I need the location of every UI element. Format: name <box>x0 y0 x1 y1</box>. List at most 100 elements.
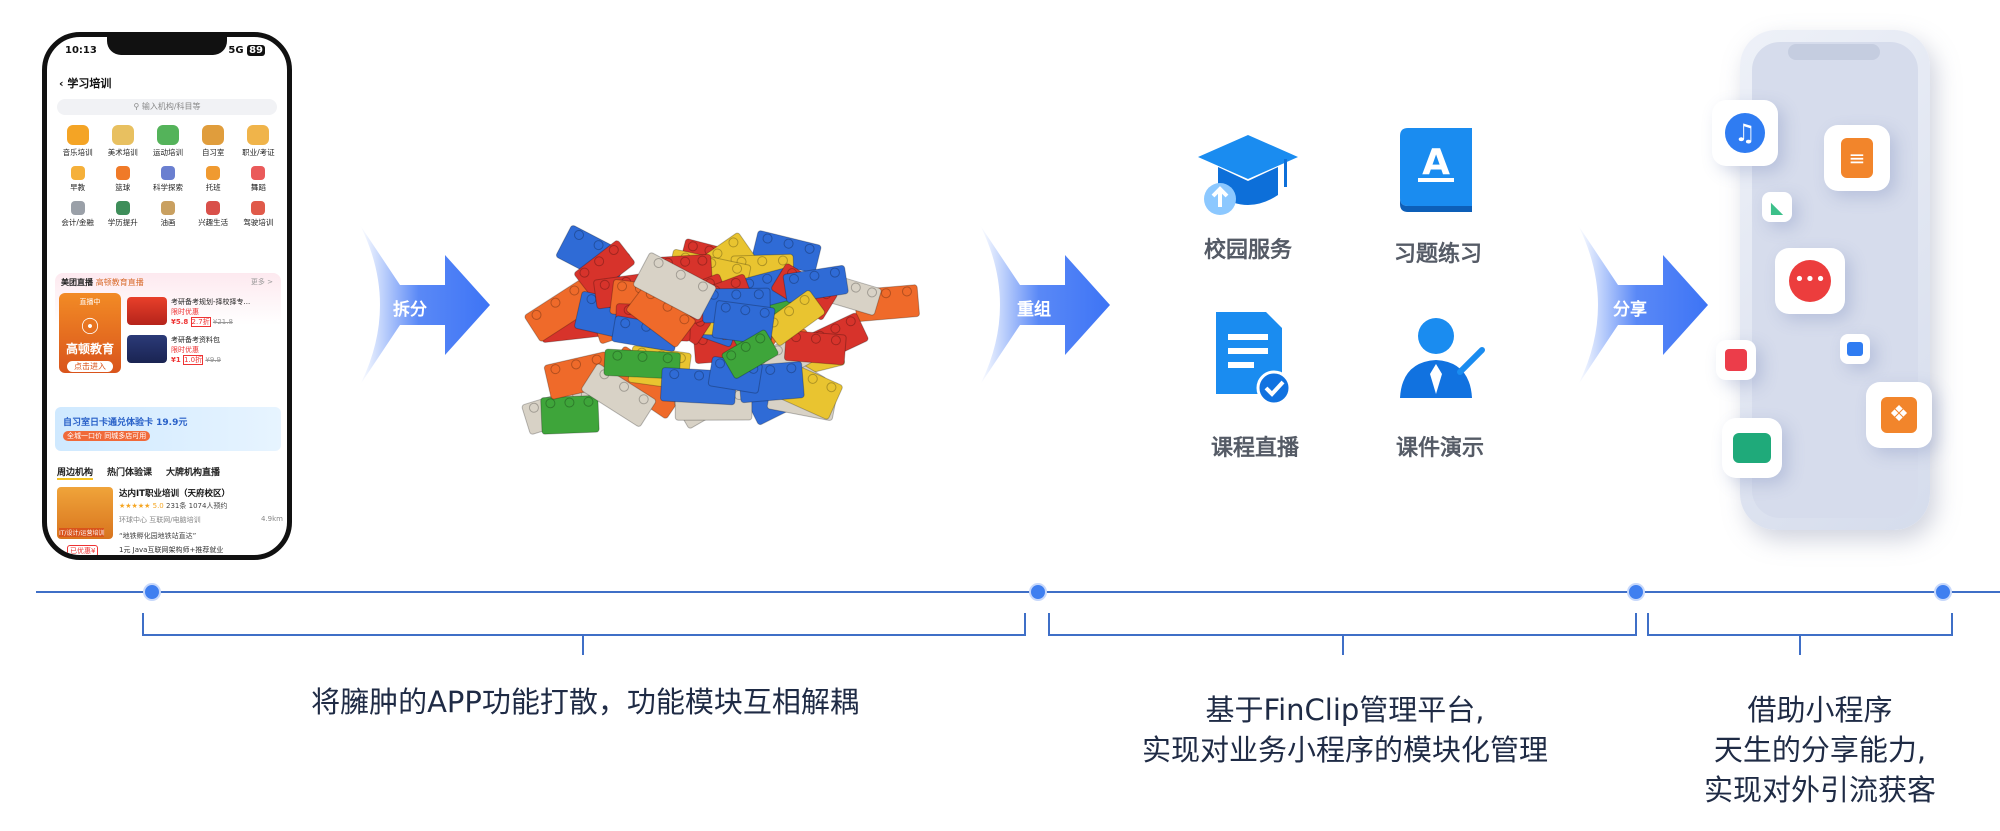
status-battery: 89 <box>247 45 265 56</box>
tab-item[interactable]: 热门体验课 <box>107 468 153 478</box>
document-tile-icon: ≡ <box>1824 125 1890 191</box>
discount-badge: 已优惠¥ <box>67 545 99 555</box>
search-input[interactable]: ⚲ 输入机构/科目等 <box>57 99 277 115</box>
promo-block[interactable]: 直播中 ☉ 高顿教育 点击进入 <box>59 293 121 373</box>
status-bar: 10:13 5G 89 <box>65 45 265 56</box>
category-item[interactable]: 科学探索 <box>145 166 190 193</box>
live-thumb <box>127 297 167 325</box>
category-icon <box>160 166 175 180</box>
category-icon <box>251 201 266 215</box>
listing-rating: ★★★★★ 5.0 231条 1074人预约 <box>119 502 228 510</box>
category-item[interactable]: 驾驶培训 <box>236 201 281 228</box>
live-item[interactable]: 考研备考资料包 限时优惠 ¥1 1.0折 ¥9.9 <box>127 335 277 365</box>
category-icon <box>115 166 130 180</box>
category-label: 兴趣生活 <box>198 218 229 227</box>
category-label: 早教 <box>70 183 86 192</box>
phone-notch <box>107 37 227 55</box>
lego-brick <box>581 363 657 427</box>
category-label: 油画 <box>160 218 176 227</box>
category-icon <box>206 166 221 180</box>
tab-item[interactable]: 大牌机构直播 <box>166 468 221 478</box>
phone-notch <box>1788 44 1880 60</box>
category-icon <box>247 125 270 145</box>
category-icon <box>206 201 221 215</box>
feature-label: 习题练习 <box>1393 242 1482 267</box>
category-icon <box>251 166 266 180</box>
category-item[interactable]: 篮球 <box>100 166 145 193</box>
category-item[interactable]: 兴趣生活 <box>191 201 236 228</box>
category-icon <box>115 201 130 215</box>
category-item[interactable]: 职业/考证 <box>236 125 281 158</box>
category-icon <box>66 125 89 145</box>
feature-label: 课件演示 <box>1395 436 1484 461</box>
category-item[interactable]: 运动培训 <box>145 125 190 158</box>
status-time: 10:13 <box>65 45 97 56</box>
star-rating-icon: ★★★★★ <box>119 502 151 510</box>
lego-brick <box>633 252 717 321</box>
category-label: 音乐培训 <box>62 148 93 157</box>
listing-quote: “地铁孵化园地铁站直达” <box>119 532 197 540</box>
timeline <box>36 591 2000 593</box>
feature-label: 校园服务 <box>1203 238 1292 263</box>
category-icon <box>111 125 134 145</box>
category-item[interactable]: 早教 <box>55 166 100 193</box>
category-icon <box>202 125 225 145</box>
feature-label: 课程直播 <box>1210 436 1299 461</box>
category-label: 职业/考证 <box>242 148 275 157</box>
category-label: 篮球 <box>115 183 131 192</box>
category-label: 托班 <box>205 183 221 192</box>
chat-tile-icon: ••• <box>1775 248 1845 314</box>
tab-item[interactable]: 周边机构 <box>57 465 94 480</box>
tab-bar: 周边机构 热门体验课 大牌机构直播 <box>57 465 283 480</box>
category-label: 舞蹈 <box>250 183 266 192</box>
status-network: 5G <box>228 45 244 56</box>
gift-tile-icon: ❖ <box>1866 382 1932 448</box>
category-item[interactable]: 学历提升 <box>100 201 145 228</box>
recombine-label: 重组 <box>1017 300 1051 320</box>
search-icon: ⚲ <box>133 102 140 111</box>
caption-middle: 基于FinClip管理平台, 实现对业务小程序的模块化管理 <box>1141 693 1548 767</box>
brand-logo-icon: ☉ <box>80 315 100 340</box>
listing-item[interactable]: IT/设计/运营培训 达内IT职业培训（天府校区） ★★★★★ 5.0 231条… <box>57 487 283 555</box>
category-item[interactable]: 音乐培训 <box>55 125 100 158</box>
caption-left: 将臃肿的APP功能打散，功能模块互相解耦 <box>311 685 859 719</box>
promo-banner[interactable]: 自习室日卡通兑体验卡 19.9元 全城一口价 同城多店可用 <box>55 407 281 451</box>
live-card[interactable]: 美团直播 高顿教育直播 更多 > 直播中 ☉ 高顿教育 点击进入 考研备考规划-… <box>55 273 281 403</box>
mail-tile-icon <box>1840 334 1870 364</box>
category-icon <box>70 201 85 215</box>
category-label: 运动培训 <box>152 148 183 157</box>
lego-brick <box>524 279 597 342</box>
category-item[interactable]: 托班 <box>191 166 236 193</box>
listing-area: 环球中心 互联网/电脑培训 <box>119 516 201 524</box>
rss-tile-icon: ◣ <box>1762 192 1792 222</box>
lego-bricks-pile-icon <box>521 225 920 435</box>
category-icon <box>156 125 179 145</box>
caption-right: 借助小程序 天生的分享能力, 实现对外引流获客 <box>1703 693 1936 807</box>
category-item[interactable]: 会计/金融 <box>55 201 100 228</box>
recombine-arrow <box>980 225 1110 385</box>
contact-card-tile-icon <box>1722 418 1782 478</box>
share-label: 分享 <box>1613 300 1647 320</box>
listing-deal: 1元 Java互联网架构师+推荐就业 <box>119 546 224 554</box>
category-icon <box>70 166 85 180</box>
category-item[interactable]: 美术培训 <box>100 125 145 158</box>
timeline-dot <box>143 583 161 601</box>
more-link[interactable]: 更多 > <box>250 278 273 286</box>
book-icon: A <box>1400 128 1472 212</box>
timeline-dot <box>1029 583 1047 601</box>
category-grid: 音乐培训美术培训运动培训 自习室 职业/考证早教 篮球 科学探索 托班 舞蹈会计/金融学历提… <box>55 125 281 228</box>
category-label: 科学探索 <box>152 183 183 192</box>
back-chevron-icon[interactable]: ‹ <box>59 77 64 90</box>
page-title: ‹ 学习培训 <box>59 77 112 90</box>
listing-thumb: IT/设计/运营培训 <box>57 487 113 539</box>
lego-brick <box>540 394 600 435</box>
category-item[interactable]: 油画 <box>145 201 190 228</box>
category-item[interactable]: 舞蹈 <box>236 166 281 193</box>
share-arrow <box>1578 225 1708 385</box>
category-item[interactable]: 自习室 <box>191 125 236 158</box>
category-label: 自习室 <box>201 148 225 157</box>
lego-brick <box>574 240 635 297</box>
lego-brick <box>721 329 779 379</box>
music-tile-icon: ♫ <box>1712 100 1778 166</box>
live-item[interactable]: 考研备考规划-择校择专... 限时优惠 ¥5.8 2.7折 ¥21.8 <box>127 297 277 327</box>
